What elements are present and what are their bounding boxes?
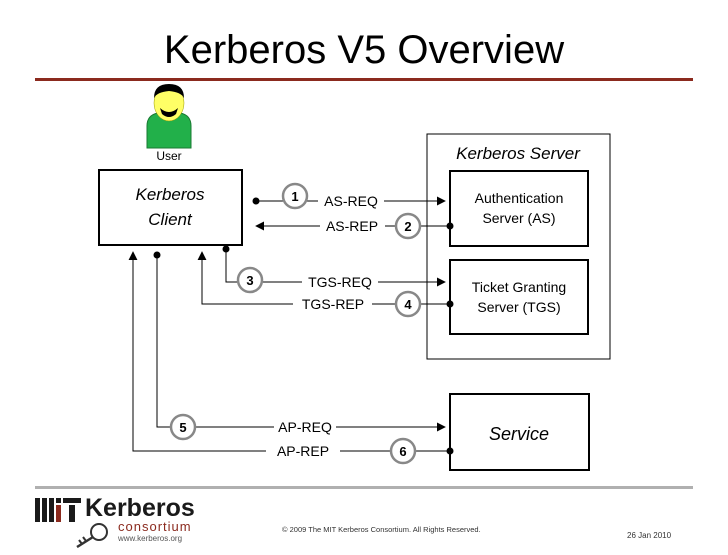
message-ap-rep	[128, 251, 454, 455]
tgs-rep-label: TGS-REP	[302, 296, 364, 312]
ap-req-label: AP-REQ	[278, 419, 332, 435]
step-badge-6: 6	[389, 437, 417, 465]
mit-logo-icon	[35, 498, 108, 548]
svg-text:6: 6	[399, 444, 406, 459]
client-box	[98, 169, 243, 246]
message-as-rep	[255, 221, 454, 231]
logo-url: www.kerberos.org	[118, 534, 183, 543]
key-icon	[76, 523, 108, 548]
step-badge-3: 3	[236, 266, 264, 294]
tgs-label-2: Server (TGS)	[477, 299, 560, 315]
tgs-label-1: Ticket Granting	[472, 279, 566, 295]
mit-kerberos-logo: Kerberos consortium www.kerberos.org	[33, 494, 203, 548]
ap-rep-label: AP-REP	[277, 443, 329, 459]
svg-text:1: 1	[291, 189, 298, 204]
message-tgs-req	[222, 245, 446, 287]
as-box	[449, 170, 589, 247]
logo-wordmark: Kerberos	[85, 494, 195, 522]
title-rule	[35, 78, 693, 81]
server-title: Kerberos Server	[456, 144, 581, 163]
message-ap-req	[153, 251, 446, 432]
footer-rule	[35, 486, 693, 489]
svg-text:3: 3	[246, 273, 253, 288]
as-rep-label: AS-REP	[326, 218, 378, 234]
tgs-req-label: TGS-REQ	[308, 274, 372, 290]
slide-title: Kerberos V5 Overview	[163, 28, 565, 72]
user-label: User	[156, 149, 181, 163]
tgs-box	[449, 259, 589, 335]
message-tgs-rep	[197, 251, 454, 308]
step-badge-4: 4	[394, 290, 422, 318]
logo-subtitle: consortium	[118, 519, 192, 534]
as-req-label: AS-REQ	[324, 193, 378, 209]
step-badge-5: 5	[169, 413, 197, 441]
svg-text:4: 4	[404, 297, 412, 312]
service-box	[449, 393, 590, 471]
client-label-1: Kerberos	[136, 185, 205, 204]
svg-text:5: 5	[179, 420, 186, 435]
user-icon	[146, 84, 192, 149]
copyright-notice: © 2009 The MIT Kerberos Consortium. All …	[282, 525, 481, 534]
as-label-1: Authentication	[475, 190, 564, 206]
service-label: Service	[489, 424, 549, 444]
as-label-2: Server (AS)	[482, 210, 555, 226]
step-badge-1: 1	[281, 182, 309, 210]
step-badge-2: 2	[394, 212, 422, 240]
client-label-2: Client	[148, 210, 193, 229]
svg-text:2: 2	[404, 219, 411, 234]
slide-date: 26 Jan 2010	[627, 531, 672, 540]
kerberos-diagram: User Kerberos Client Kerberos Server Aut…	[98, 84, 611, 471]
